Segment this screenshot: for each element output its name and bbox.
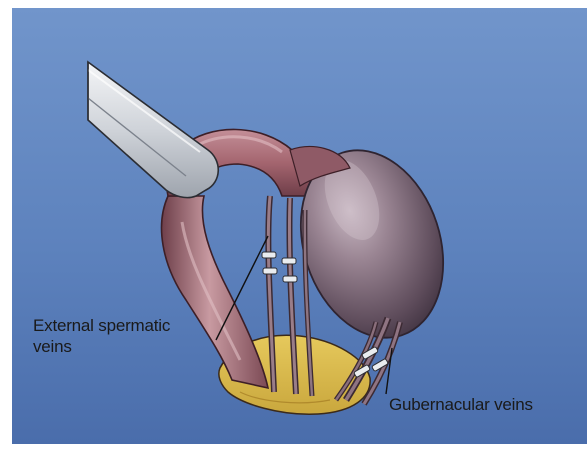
label-external-line1: External spermatic xyxy=(33,315,170,336)
label-gubernacular-veins: Gubernacular veins xyxy=(389,394,533,415)
label-external-spermatic-veins: External spermatic veins xyxy=(33,315,170,357)
label-external-line2: veins xyxy=(33,336,170,357)
